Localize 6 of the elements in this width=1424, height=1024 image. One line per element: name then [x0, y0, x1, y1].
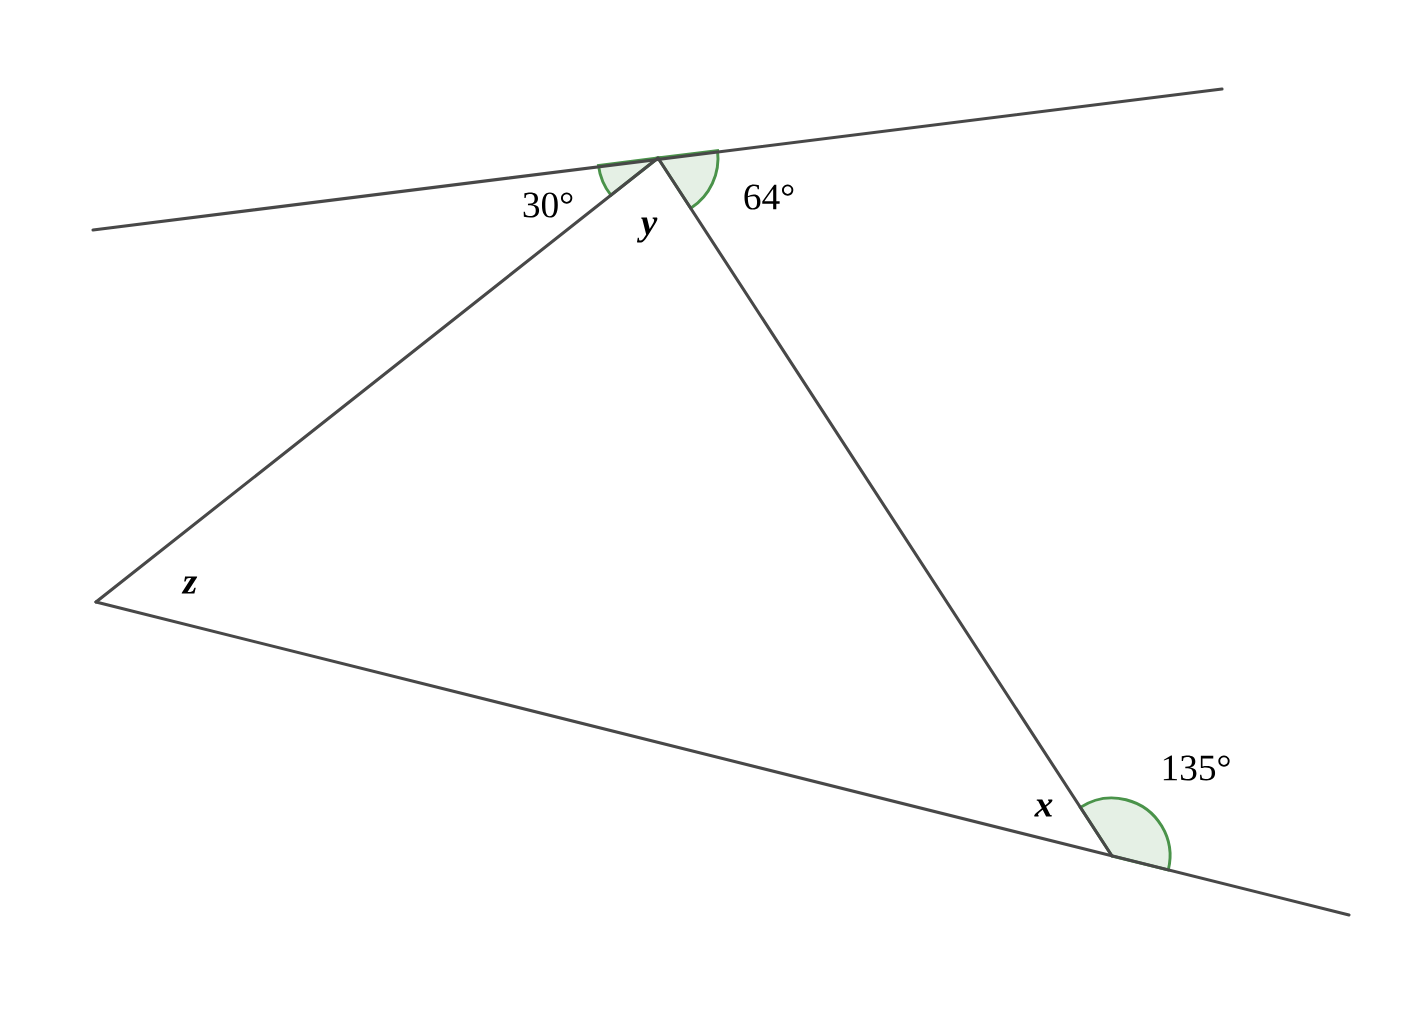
angle-label: 64°	[744, 184, 794, 210]
vertex-label: z	[181, 576, 198, 594]
angle-label: 135°	[1163, 755, 1230, 781]
vertex-label: y	[637, 217, 658, 243]
vertex-label: x	[1034, 799, 1053, 817]
angle-label: 30°	[523, 192, 573, 218]
